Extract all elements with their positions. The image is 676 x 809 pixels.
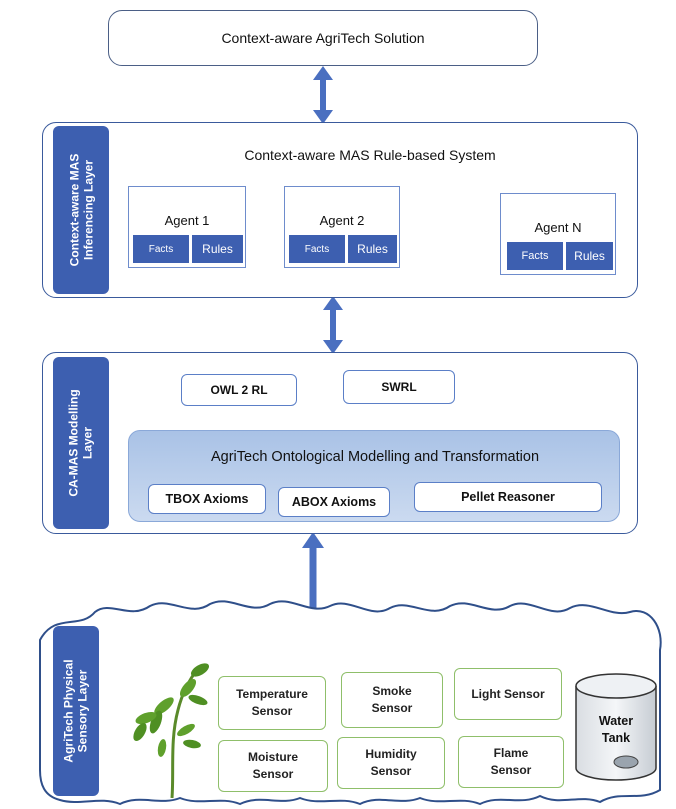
smoke-sensor-label: Smoke Sensor: [371, 684, 413, 715]
moisture-sensor: Moisture Sensor: [218, 740, 328, 792]
pellet-reasoner-box: Pellet Reasoner: [414, 482, 602, 512]
agent-1-facts: Facts: [133, 235, 189, 263]
humidity-sensor-label: Humidity Sensor: [365, 747, 417, 778]
modelling-layer-tab: CA-MAS Modelling Layer: [53, 357, 109, 529]
agent-n-box: Agent N Facts Rules: [500, 193, 616, 275]
water-tank-label: Water Tank: [598, 714, 634, 745]
modelling-layer-label: CA-MAS Modelling Layer: [67, 389, 96, 497]
tbox-axioms-box: TBOX Axioms: [148, 484, 266, 514]
light-sensor-label: Light Sensor: [471, 686, 545, 701]
agent-2-facts: Facts: [289, 235, 345, 263]
up-arrow-bottom: [302, 532, 324, 614]
temperature-sensor: Temperature Sensor: [218, 676, 326, 730]
smoke-sensor: Smoke Sensor: [341, 672, 443, 728]
agent-2-label: Agent 2: [319, 213, 365, 228]
pellet-reasoner-label: Pellet Reasoner: [461, 490, 555, 504]
agritech-solution-title: Context-aware AgriTech Solution: [221, 30, 425, 46]
inferencing-layer-label: Context-aware MAS Inferencing Layer: [67, 153, 95, 267]
double-arrow-top: [313, 66, 333, 124]
agent-2-box: Agent 2 Facts Rules: [284, 186, 400, 268]
owl2rl-box: OWL 2 RL: [181, 374, 297, 406]
agent-n-facts: Facts: [507, 242, 563, 270]
flame-sensor: Flame Sensor: [458, 736, 564, 788]
inferencing-layer-tab: Context-aware MAS Inferencing Layer: [53, 126, 109, 294]
owl2rl-label: OWL 2 RL: [210, 383, 268, 397]
agent-n-rules: Rules: [566, 242, 613, 270]
abox-axioms-box: ABOX Axioms: [278, 487, 390, 517]
plant-icon: [133, 663, 210, 799]
agent-1-box: Agent 1 Facts Rules: [128, 186, 246, 268]
water-tank-label-box: Water Tank: [586, 710, 646, 750]
agent-n-label: Agent N: [534, 220, 582, 235]
ontology-title-text: AgriTech Ontological Modelling and Trans…: [210, 449, 540, 465]
sensory-layer-label: AgriTech Physical Sensory Layer: [62, 659, 90, 763]
sensory-layer-tab: AgriTech Physical Sensory Layer: [53, 626, 99, 796]
agritech-solution-box: Context-aware AgriTech Solution: [108, 10, 538, 66]
abox-axioms-label: ABOX Axioms: [291, 495, 377, 509]
tbox-axioms-label: TBOX Axioms: [165, 492, 249, 506]
double-arrow-middle: [323, 296, 343, 354]
agent-1-label: Agent 1: [164, 213, 210, 228]
water-tank-icon: [575, 673, 657, 781]
swrl-label: SWRL: [381, 380, 417, 394]
humidity-sensor: Humidity Sensor: [337, 737, 445, 789]
rule-based-system-text: Context-aware MAS Rule-based System: [244, 147, 496, 163]
ontology-title: AgriTech Ontological Modelling and Trans…: [140, 444, 610, 470]
swrl-box: SWRL: [343, 370, 455, 404]
light-sensor: Light Sensor: [454, 668, 562, 720]
rule-based-system-title: Context-aware MAS Rule-based System: [120, 143, 620, 167]
temperature-sensor-label: Temperature Sensor: [236, 687, 308, 718]
agent-2-rules: Rules: [348, 235, 397, 263]
moisture-sensor-label: Moisture Sensor: [247, 750, 298, 781]
flame-sensor-label: Flame Sensor: [490, 746, 532, 777]
agent-1-rules: Rules: [192, 235, 243, 263]
